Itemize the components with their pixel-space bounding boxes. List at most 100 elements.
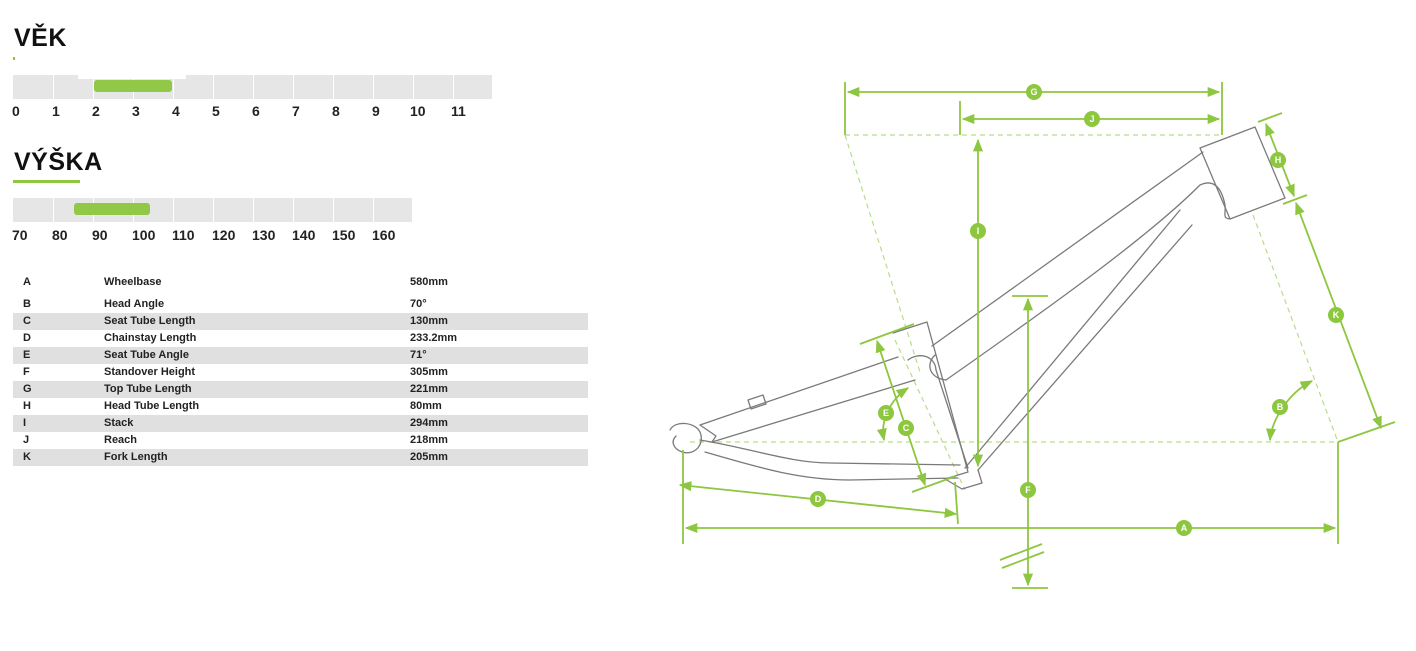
height-tick: 90: [92, 227, 108, 243]
height-tick: 150: [332, 227, 356, 243]
row-label: Head Tube Length: [104, 400, 200, 412]
construction-lines: [690, 134, 1339, 491]
row-letter: I: [23, 417, 27, 429]
age-tick: 0: [12, 103, 20, 119]
row-value: 71°: [410, 349, 427, 361]
height-range-highlight: [74, 203, 150, 215]
dimension-f: [999, 295, 1048, 589]
table-row: F Standover Height 305mm: [13, 364, 588, 381]
badge-b: B: [1272, 399, 1288, 415]
row-label: Head Angle: [104, 298, 165, 310]
badge-f-label: F: [1025, 485, 1031, 495]
badge-d-label: D: [815, 494, 822, 504]
row-letter: G: [23, 383, 32, 395]
height-scale-divider: [293, 198, 294, 222]
badge-g: G: [1026, 84, 1042, 100]
row-label: Standover Height: [104, 366, 196, 378]
age-scale-divider: [173, 75, 174, 99]
height-scale-divider: [53, 198, 54, 222]
table-row: G Top Tube Length 221mm: [13, 381, 588, 398]
badge-h: H: [1270, 152, 1286, 168]
age-tick: 11: [451, 103, 466, 119]
badge-i-label: I: [977, 226, 980, 236]
table-row: D Chainstay Length 233.2mm: [13, 330, 588, 347]
height-scale-divider: [373, 198, 374, 222]
row-letter: B: [23, 298, 31, 310]
height-tick: 130: [252, 227, 276, 243]
row-label: Fork Length: [104, 451, 168, 463]
table-row: A Wheelbase 580mm: [13, 274, 588, 291]
row-value: 70°: [410, 298, 427, 310]
badge-b-label: B: [1277, 402, 1284, 412]
row-label: Chainstay Length: [104, 332, 197, 344]
row-letter: H: [23, 400, 31, 412]
badge-k: K: [1328, 307, 1344, 323]
height-tick: 110: [172, 227, 195, 243]
age-tick: 2: [92, 103, 100, 119]
age-scale-divider: [253, 75, 254, 99]
age-tick: 7: [292, 103, 300, 119]
badge-c-label: C: [903, 423, 910, 433]
height-tick: 120: [212, 227, 236, 243]
table-row: I Stack 294mm: [13, 415, 588, 432]
height-tick: 140: [292, 227, 316, 243]
age-scale-divider: [413, 75, 414, 99]
height-tick: 70: [12, 227, 28, 243]
dimension-k: [1295, 201, 1396, 443]
age-scale-divider: [373, 75, 374, 99]
row-value: 580mm: [410, 276, 448, 288]
table-row: E Seat Tube Angle 71°: [13, 347, 588, 364]
row-value: 221mm: [410, 383, 448, 395]
age-tick: 3: [132, 103, 140, 119]
table-row: C Seat Tube Length 130mm: [13, 313, 588, 330]
height-tick: 100: [132, 227, 156, 243]
height-scale-divider: [213, 198, 214, 222]
badge-c: C: [898, 420, 914, 436]
height-tick: 160: [372, 227, 396, 243]
age-range-highlight: [94, 80, 172, 92]
age-tick: 4: [172, 103, 180, 119]
age-scale-divider: [53, 75, 54, 99]
row-letter: J: [23, 434, 30, 446]
age-scale-divider: [453, 75, 454, 99]
dimension-a: [682, 442, 1339, 544]
badge-i: I: [970, 223, 986, 239]
age-tick: 5: [212, 103, 220, 119]
badge-d: D: [810, 491, 826, 507]
badge-f: F: [1020, 482, 1036, 498]
row-value: 305mm: [410, 366, 448, 378]
age-scale-divider: [333, 75, 334, 99]
dimension-c: [859, 323, 957, 493]
age-title: VĚK: [14, 24, 67, 52]
row-letter: A: [23, 276, 31, 288]
age-scale-cap: [78, 75, 186, 79]
row-letter: D: [23, 332, 31, 344]
age-scale-divider: [93, 75, 94, 99]
age-scale-divider: [213, 75, 214, 99]
badge-a-label: A: [1181, 523, 1188, 533]
age-tick: 1: [52, 103, 60, 119]
table-row: B Head Angle 70°: [13, 291, 588, 313]
badge-e-label: E: [883, 408, 889, 418]
age-scale-bar: [13, 75, 492, 99]
height-title-underline: [13, 180, 80, 183]
table-row: H Head Tube Length 80mm: [13, 398, 588, 415]
badge-k-label: K: [1333, 310, 1340, 320]
badge-e: E: [878, 405, 894, 421]
row-letter: C: [23, 315, 31, 327]
badge-j-label: J: [1089, 114, 1094, 124]
row-letter: K: [23, 451, 31, 463]
age-title-underline: [13, 57, 15, 60]
height-scale-divider: [173, 198, 174, 222]
height-scale-divider: [333, 198, 334, 222]
row-label: Wheelbase: [104, 276, 162, 288]
badge-a: A: [1176, 520, 1192, 536]
height-tick: 80: [52, 227, 68, 243]
age-scale-divider: [293, 75, 294, 99]
bike-frame: [669, 126, 1286, 490]
geometry-table: A Wheelbase 580mm B Head Angle 70° C Sea…: [13, 274, 588, 466]
row-label: Reach: [104, 434, 138, 446]
age-tick: 8: [332, 103, 340, 119]
row-value: 233.2mm: [410, 332, 458, 344]
